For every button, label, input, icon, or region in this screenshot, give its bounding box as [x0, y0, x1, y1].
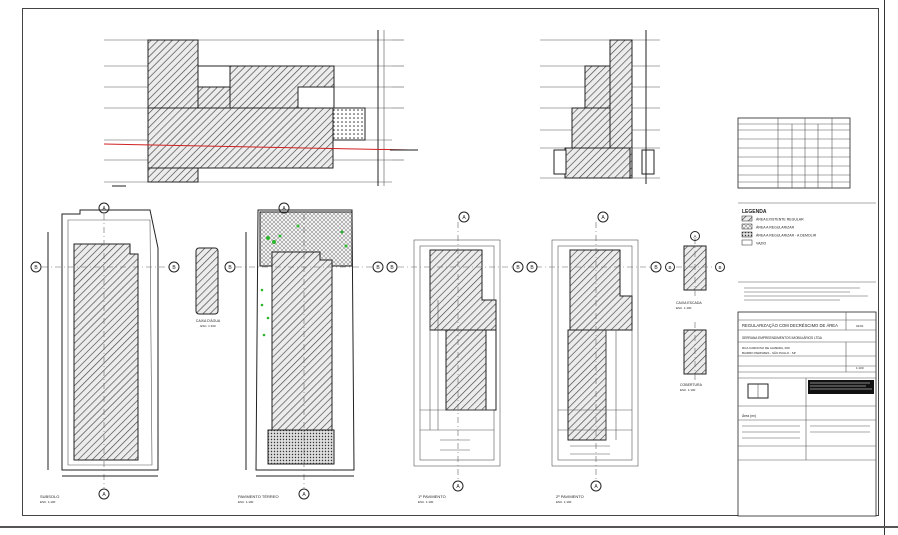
view-scale: ESC. 1:100	[238, 500, 254, 504]
svg-text:B: B	[172, 265, 176, 271]
view-title: SUBSOLO	[40, 494, 59, 499]
plan-terreo: A A B B PAVIMENTO TÉRREO ESC. 1:100	[224, 202, 384, 504]
svg-text:B: B	[668, 265, 671, 270]
section-marker: B	[715, 262, 725, 272]
view-scale: ESC. 1:100	[40, 500, 56, 504]
svg-text:A: A	[594, 484, 598, 490]
svg-text:B: B	[516, 265, 520, 271]
view-title: CAIXA D'ÁGUA	[196, 319, 221, 323]
section-marker: B	[372, 261, 384, 273]
view-title: CAIXA ESCADA	[676, 301, 702, 305]
legend-label: ÁREA A REGULARIZAR - A DEMOLIR	[756, 234, 817, 238]
title-block-title: REGULARIZAÇÃO COM DECRÉSCIMO DE ÁREA	[742, 323, 838, 328]
svg-text:B: B	[718, 265, 721, 270]
svg-text:B: B	[34, 265, 38, 271]
legend-label: ÁREA EXISTENTE REGULAR	[756, 218, 804, 222]
legend-swatch-hatch	[741, 215, 753, 222]
plan-cobertura: COBERTURA ESC. 1:100	[680, 322, 707, 392]
svg-text:A: A	[693, 234, 696, 239]
plan-caixa-escada: A B B CAIXA ESCADA ESC. 1:100	[665, 231, 725, 310]
svg-text:A: A	[282, 206, 286, 212]
svg-text:B: B	[228, 265, 232, 271]
view-title: 1º PAVIMENTO	[418, 494, 446, 499]
plan-2-pavimento: A A B B 2º PAVIMENTO ESC. 1:100	[526, 211, 662, 504]
sheet-border	[22, 8, 879, 516]
section-marker: A	[98, 488, 110, 500]
section-marker: B	[224, 261, 236, 273]
section-elevation-left	[103, 30, 418, 187]
legend-label: ÁREA A REGULARIZAR	[756, 226, 795, 230]
svg-text:A: A	[601, 215, 605, 221]
section-marker: B	[650, 261, 662, 273]
title-block-sheet: 01/01	[856, 324, 864, 328]
title-block-owner: SERRANA EMPREENDIMENTOS IMOBILIÁRIOS LTD…	[742, 336, 823, 340]
svg-text:A: A	[102, 492, 106, 498]
view-scale: ESC. 1:100	[418, 500, 434, 504]
view-scale: ESC. 1:100	[676, 306, 692, 310]
svg-text:B: B	[390, 265, 394, 271]
title-block-address-2: BAIRRO PERDIZES - SÃO PAULO - SP	[742, 350, 796, 355]
title-block-area-label: Área (m²)	[742, 414, 756, 418]
section-marker: B	[526, 261, 538, 273]
plan-1-pavimento: A A B B 1º PAVIMENTO ESC. 1:100	[386, 211, 524, 504]
section-marker: A	[597, 211, 609, 223]
legend-label: VAZIO	[756, 242, 767, 246]
svg-text:A: A	[456, 484, 460, 490]
svg-text:A: A	[302, 492, 306, 498]
section-marker: B	[30, 261, 42, 273]
section-elevation-right	[540, 30, 660, 184]
section-marker: B	[386, 261, 398, 273]
area-table	[737, 117, 851, 189]
svg-text:B: B	[654, 265, 658, 271]
plan-subsolo: A A B B SUBSOLO ESC. 1:100	[30, 202, 180, 504]
svg-text:B: B	[530, 265, 534, 271]
plan-caixa-agua: CAIXA D'ÁGUA ESC. 1:100	[195, 247, 221, 328]
section-marker: B	[665, 262, 675, 272]
sheet-bottom-edge	[0, 526, 898, 528]
view-scale: ESC. 1:100	[556, 500, 572, 504]
section-marker: B	[512, 261, 524, 273]
legend-swatch-cross	[741, 223, 753, 230]
section-marker: B	[168, 261, 180, 273]
title-block-address-1: RUA CARDOSO DE ALMEIDA, 000	[742, 346, 790, 350]
section-marker: A	[690, 231, 700, 241]
view-scale: ESC. 1:100	[680, 388, 696, 392]
svg-text:B: B	[376, 265, 380, 271]
view-title: COBERTURA	[680, 383, 703, 387]
section-marker: A	[590, 480, 602, 492]
section-marker: A	[98, 202, 110, 214]
svg-text:A: A	[102, 206, 106, 212]
legend: LEGENDA ÁREA EXISTENTE REGULAR ÁREA A RE…	[738, 202, 876, 301]
legend-title: LEGENDA	[742, 209, 767, 215]
title-block-scale: 1:100	[856, 366, 864, 370]
section-marker: A	[452, 480, 464, 492]
sheet-right-edge	[884, 0, 885, 535]
svg-text:A: A	[462, 215, 466, 221]
legend-swatch-none	[741, 239, 753, 246]
section-marker: A	[278, 202, 290, 214]
view-title: PAVIMENTO TÉRREO	[238, 494, 279, 499]
view-scale: ESC. 1:100	[200, 324, 216, 328]
section-marker: A	[458, 211, 470, 223]
title-block: REGULARIZAÇÃO COM DECRÉSCIMO DE ÁREA SER…	[737, 311, 877, 517]
view-title: 2º PAVIMENTO	[556, 494, 584, 499]
section-marker: A	[298, 488, 310, 500]
legend-swatch-dense	[741, 231, 753, 238]
